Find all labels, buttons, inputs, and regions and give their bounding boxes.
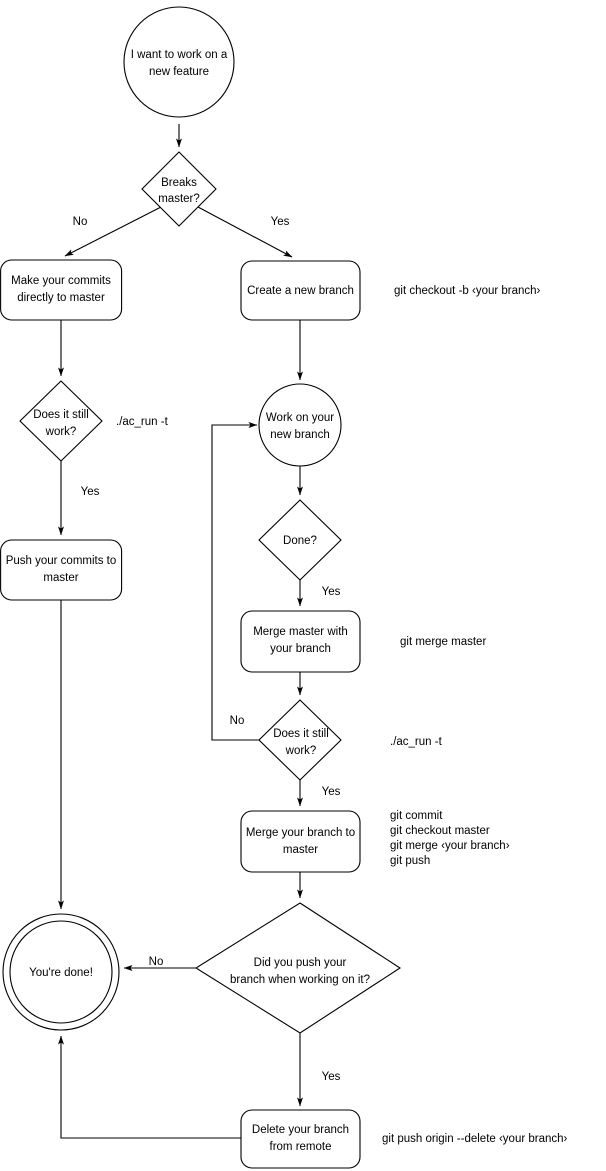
node-did-push[interactable]: Did you push your branch when working on… bbox=[194, 902, 402, 1034]
push-commits-label-line2: master bbox=[43, 572, 78, 584]
node-youre-done[interactable]: You're done! bbox=[2, 913, 120, 1031]
annotation-ac-run-left: ./ac_run -t bbox=[116, 416, 169, 428]
make-commits-label-line1: Make your commits bbox=[11, 275, 111, 287]
annotation-merge-cmd-2: git checkout master bbox=[390, 825, 490, 837]
merge-branch-label-line2: master bbox=[283, 844, 318, 856]
work-branch-circle bbox=[258, 383, 342, 467]
annotation-merge-commands: git commit git checkout master git merge… bbox=[390, 810, 510, 867]
done-question-label: Done? bbox=[283, 535, 317, 547]
delete-branch-box bbox=[240, 1109, 361, 1169]
node-breaks-master[interactable]: Breaks master? bbox=[141, 151, 217, 227]
node-works-left[interactable]: Does it still work? bbox=[19, 380, 103, 462]
start-label-line1: I want to work on a bbox=[131, 49, 228, 61]
did-push-diamond bbox=[194, 902, 402, 1034]
node-start[interactable]: I want to work on a new feature bbox=[123, 6, 235, 118]
node-work-branch[interactable]: Work on your new branch bbox=[258, 383, 342, 467]
work-branch-label-line1: Work on your bbox=[266, 412, 334, 424]
works-left-label-line1: Does it still bbox=[33, 409, 89, 421]
start-circle bbox=[123, 6, 235, 118]
make-commits-label-line2: directly to master bbox=[17, 292, 105, 304]
annotation-git-push-origin-delete: git push origin --delete ‹your branch› bbox=[382, 1133, 568, 1145]
node-make-commits[interactable]: Make your commits directly to master bbox=[0, 259, 123, 321]
breaks-master-label-line2: master? bbox=[158, 193, 200, 205]
node-delete-branch[interactable]: Delete your branch from remote bbox=[240, 1109, 361, 1169]
merge-master-label-line2: your branch bbox=[270, 643, 331, 655]
node-create-branch[interactable]: Create a new branch bbox=[240, 260, 361, 321]
annotation-merge-cmd-3: git merge ‹your branch› bbox=[390, 840, 510, 852]
node-merge-master[interactable]: Merge master with your branch bbox=[240, 610, 361, 673]
edge-label-works-right-yes: Yes bbox=[322, 786, 341, 798]
edge-label-done-yes: Yes bbox=[322, 586, 341, 598]
work-branch-label-line2: new branch bbox=[270, 429, 329, 441]
node-done-question[interactable]: Done? bbox=[258, 499, 342, 581]
merge-master-box bbox=[240, 610, 361, 673]
create-branch-label: Create a new branch bbox=[247, 285, 354, 297]
annotation-git-checkout: git checkout -b ‹your branch› bbox=[394, 285, 541, 297]
edges bbox=[57, 124, 304, 1139]
youre-done-inner-circle bbox=[9, 920, 113, 1024]
merge-branch-label-line1: Merge your branch to bbox=[246, 827, 355, 839]
works-right-diamond bbox=[258, 699, 342, 781]
annotation-git-merge-master: git merge master bbox=[400, 636, 486, 648]
done-question-diamond bbox=[258, 499, 342, 581]
edge-label-breaks-no: No bbox=[73, 216, 88, 228]
node-works-right[interactable]: Does it still work? bbox=[258, 699, 342, 781]
annotation-merge-cmd-4: git push bbox=[390, 855, 430, 867]
delete-branch-label-line2: from remote bbox=[270, 1141, 332, 1153]
edge-delete-branch-to-youre-done bbox=[57, 1035, 241, 1139]
node-merge-branch[interactable]: Merge your branch to master bbox=[240, 810, 361, 873]
start-label-line2: new feature bbox=[149, 66, 209, 78]
delete-branch-label-line1: Delete your branch bbox=[252, 1124, 349, 1136]
edge-label-did-push-yes: Yes bbox=[322, 1071, 341, 1083]
works-left-label-line2: work? bbox=[45, 426, 77, 438]
did-push-label-line1: Did you push your bbox=[254, 957, 347, 969]
edge-breaks-no-to-make-commits bbox=[64, 206, 162, 257]
annotation-ac-run-right: ./ac_run -t bbox=[390, 736, 443, 748]
edge-label-did-push-no: No bbox=[149, 956, 164, 968]
works-left-diamond bbox=[19, 380, 103, 462]
make-commits-box bbox=[0, 259, 123, 321]
breaks-master-diamond bbox=[141, 151, 217, 227]
push-commits-label-line1: Push your commits to bbox=[6, 555, 117, 567]
edge-works-right-no-loopback bbox=[211, 421, 262, 741]
node-push-commits[interactable]: Push your commits to master bbox=[0, 539, 123, 601]
annotation-merge-cmd-1: git commit bbox=[390, 810, 443, 822]
edge-label-works-right-no: No bbox=[230, 715, 245, 727]
merge-branch-box bbox=[240, 810, 361, 873]
edge-breaks-yes-to-create-branch bbox=[197, 206, 293, 258]
push-commits-box bbox=[0, 539, 123, 601]
works-right-label-line2: work? bbox=[285, 745, 317, 757]
breaks-master-label-line1: Breaks bbox=[161, 177, 197, 189]
did-push-label-line2: branch when working on it? bbox=[230, 974, 370, 986]
youre-done-label: You're done! bbox=[29, 967, 93, 979]
edge-label-breaks-yes: Yes bbox=[271, 216, 290, 228]
works-right-label-line1: Does it still bbox=[273, 728, 329, 740]
merge-master-label-line1: Merge master with bbox=[253, 626, 348, 638]
edge-label-works-left-yes: Yes bbox=[81, 486, 100, 498]
create-branch-box bbox=[240, 260, 361, 321]
